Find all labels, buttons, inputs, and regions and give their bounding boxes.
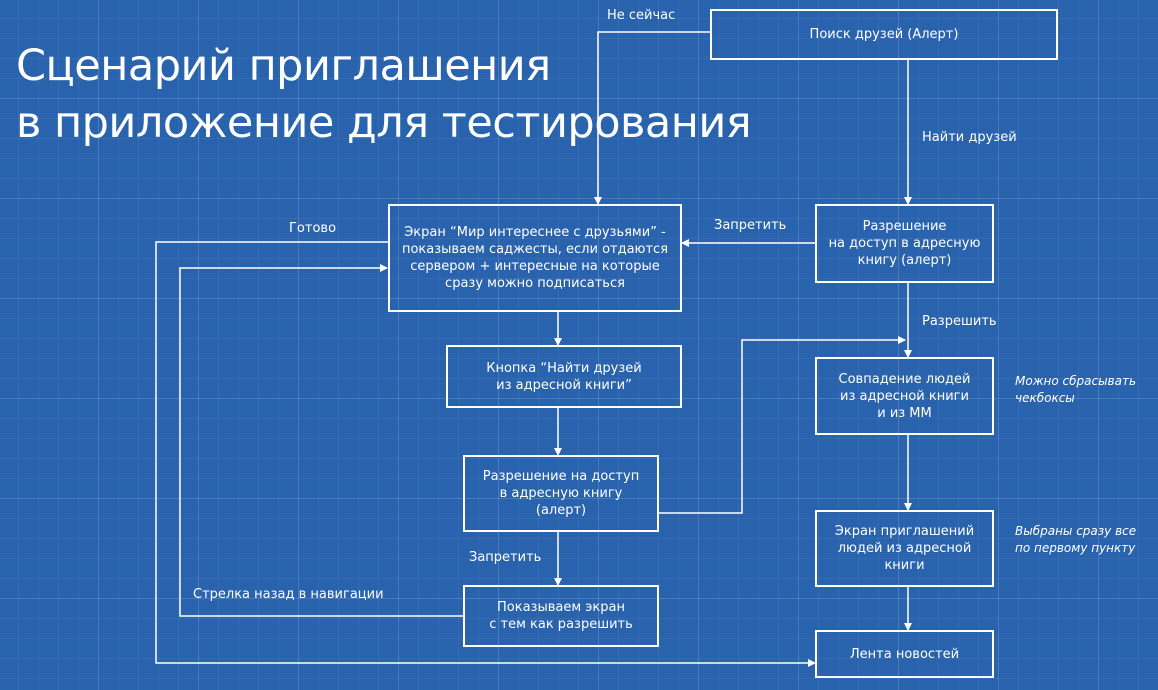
label-not-now: Не сейчас	[607, 8, 676, 23]
title-line-1: Сценарий приглашения	[16, 41, 551, 91]
node-permission-top: Разрешение на доступ в адресную книгу (а…	[815, 204, 994, 283]
node-find-button: Кнопка “Найти друзей из адресной книги”	[446, 345, 682, 408]
arrow-not-now	[594, 31, 710, 205]
node-invite-screen: Экран приглашений людей из адресной книг…	[815, 510, 994, 587]
title-line-2: в приложение для тестирования	[16, 98, 752, 148]
label-find-friends: Найти друзей	[922, 130, 1017, 145]
node-match-people: Совпадение людей из адресной книги и из …	[815, 357, 994, 435]
label-deny-top: Запретить	[714, 218, 787, 233]
label-deny-mid: Запретить	[469, 550, 542, 565]
arrow-back-navigation	[179, 264, 463, 617]
note-can-reset: Можно сбрасывать чекбоксы	[1015, 374, 1137, 405]
node-permission-mid: Разрешение на доступ в адресную книгу (а…	[463, 455, 659, 532]
note-selected-all: Выбраны сразу все по первому пункту	[1015, 524, 1137, 555]
label-done: Готово	[289, 221, 337, 236]
diagram-title: Сценарий приглашения в приложение для те…	[16, 38, 752, 152]
node-news-feed: Лента новостей	[815, 630, 994, 678]
arrow-done	[155, 241, 816, 667]
node-how-to-allow: Показываем экран с тем как разрешить	[463, 585, 659, 647]
node-world-screen: Экран “Мир интереснее с друзьями” - пока…	[388, 204, 682, 312]
arrow-permission-to-match	[659, 336, 906, 514]
node-search-friends: Поиск друзей (Алерт)	[710, 9, 1058, 60]
label-allow: Разрешить	[922, 314, 997, 329]
label-back-arrow: Стрелка назад в навигации	[193, 587, 384, 602]
